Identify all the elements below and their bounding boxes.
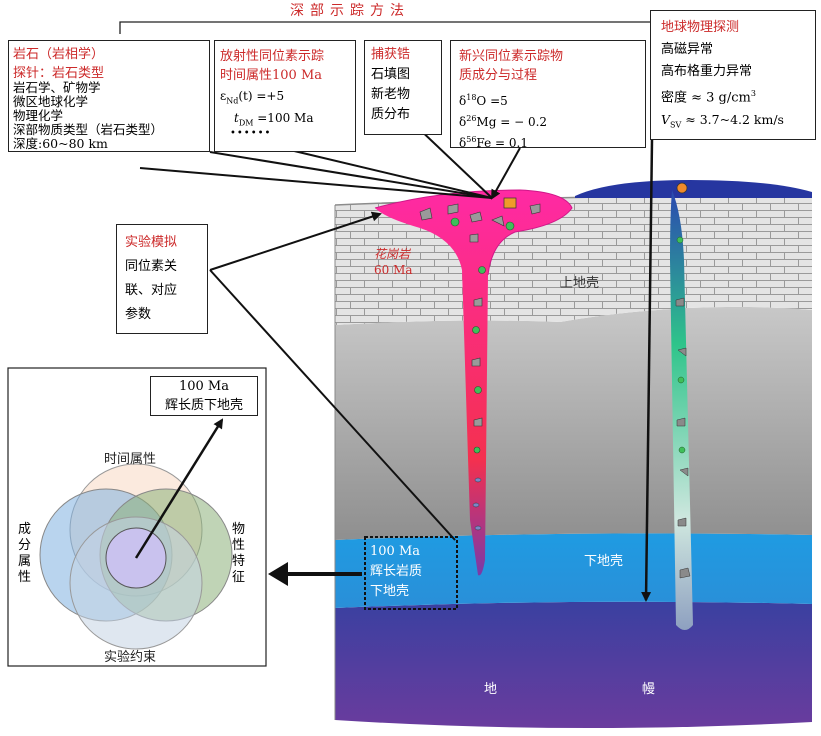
delta-o-line: δ18O =5 xyxy=(459,93,508,108)
venn-target-box: 100 Ma 辉长质下地壳 xyxy=(150,376,258,416)
venn-target-line-1: 100 Ma xyxy=(178,379,229,394)
new-isotope-title-1: 新兴同位素示踪物 xyxy=(459,49,564,64)
petrology-line-1: 岩石（岩相学） xyxy=(13,47,105,62)
venn-target-line-2: 辉长质下地壳 xyxy=(164,398,243,413)
venn-right-char-4: 征 xyxy=(232,570,246,585)
delta-mg-line: δ26Mg = − 0.2 xyxy=(459,114,548,129)
mantle-label-2: 幔 xyxy=(642,682,656,697)
petrology-line-6: 深部物质类型（岩石类型） xyxy=(13,122,164,137)
geophysics-line-3: 密度 ≈ 3 g/cm3 xyxy=(661,89,756,106)
source-line-1: 100 Ma xyxy=(370,544,421,559)
petrology-line-3: 岩石学、矿物学 xyxy=(13,80,101,95)
experiment-title: 实验模拟 xyxy=(125,235,178,250)
venn-left-char-4: 性 xyxy=(18,570,32,585)
petrology-line-2: 探针：岩石类型 xyxy=(13,66,105,81)
venn-bottom-label: 实验约束 xyxy=(104,650,157,665)
petrology-line-7: 深度:60~80 km xyxy=(13,136,108,151)
mantle-layer xyxy=(335,601,812,729)
delta-fe-line: δ56Fe = 0.1 xyxy=(459,135,528,150)
geophysics-line-4: VSV ≈ 3.7~4.2 km/s xyxy=(661,112,784,130)
venn-right-char-1: 物 xyxy=(232,522,246,537)
experiment-box: 实验模拟 同位素关 联、对应 参数 xyxy=(116,224,208,334)
header-title: 深部示踪方法 xyxy=(290,3,410,19)
venn-left-char-1: 成 xyxy=(18,522,32,537)
zircon-mapping-box: 捕获锆 石填图 新老物 质分布 xyxy=(364,40,442,135)
source-line-2: 辉长岩质 xyxy=(370,564,423,579)
venn-left-char-3: 属 xyxy=(18,554,32,569)
source-line-3: 下地壳 xyxy=(370,584,410,599)
petrology-line-4: 微区地球化学 xyxy=(13,94,89,109)
geophysics-line-2: 高布格重力异常 xyxy=(661,64,753,79)
geophysics-title: 地球物理探测 xyxy=(661,20,740,35)
isotope-time-box: 放射性同位素示踪 时间属性100 Ma εNd(t) =+5 tDM =100 … xyxy=(214,40,356,152)
geophysics-line-1: 高磁异常 xyxy=(661,42,714,57)
granite-intrusion xyxy=(375,190,572,576)
isotope-time-title-1: 放射性同位素示踪 xyxy=(220,49,325,64)
experiment-line-2: 联、对应 xyxy=(125,283,178,298)
lower-crust-source-text: 100 Ma 辉长岩质 下地壳 xyxy=(370,542,454,602)
venn-left-char-2: 分 xyxy=(18,538,32,553)
isotope-time-title-2: 时间属性100 Ma xyxy=(220,68,323,83)
middle-crust-layer xyxy=(335,306,812,540)
geophysics-box: 地球物理探测 高磁异常 高布格重力异常 密度 ≈ 3 g/cm3 VSV ≈ 3… xyxy=(650,10,816,140)
venn-top-label: 时间属性 xyxy=(104,452,157,467)
lower-crust-layer xyxy=(335,533,812,608)
granite-age-label: 60 Ma xyxy=(374,263,413,277)
venn-right-label: 物 性 特 征 xyxy=(232,522,248,586)
petrology-line-5: 物理化学 xyxy=(13,108,64,123)
zircon-line-1: 捕获锆 xyxy=(371,47,411,62)
right-cap xyxy=(575,180,812,198)
venn-left-label: 成 分 属 性 xyxy=(18,522,34,586)
venn-right-char-2: 性 xyxy=(232,538,246,553)
zircon-line-4: 质分布 xyxy=(371,107,411,122)
lower-crust-source-box xyxy=(364,536,458,610)
experiment-line-1: 同位素关 xyxy=(125,259,178,274)
experiment-line-3: 参数 xyxy=(125,307,152,322)
epsilon-nd-line: εNd(t) =+5 xyxy=(220,89,285,106)
lower-crust-label: 下地壳 xyxy=(584,554,624,569)
tdm-dots: •••••• xyxy=(230,127,272,139)
venn-right-char-3: 特 xyxy=(232,554,246,569)
new-isotope-title-2: 质成分与过程 xyxy=(459,68,538,83)
granite-label: 花岗岩 xyxy=(374,247,411,261)
mantle-label-1: 地 xyxy=(484,682,498,697)
tdm-line: tDM =100 Ma xyxy=(234,111,314,128)
zircon-line-3: 新老物 xyxy=(371,87,411,102)
upper-crust-label: 上地壳 xyxy=(560,276,600,291)
new-isotope-box: 新兴同位素示踪物 质成分与过程 δ18O =5 δ26Mg = − 0.2 δ5… xyxy=(450,40,646,150)
petrology-box: 岩石（岩相学） 探针：岩石类型 岩石学、矿物学 微区地球化学 物理化学 深部物质… xyxy=(8,40,210,152)
zircon-line-2: 石填图 xyxy=(371,67,411,82)
